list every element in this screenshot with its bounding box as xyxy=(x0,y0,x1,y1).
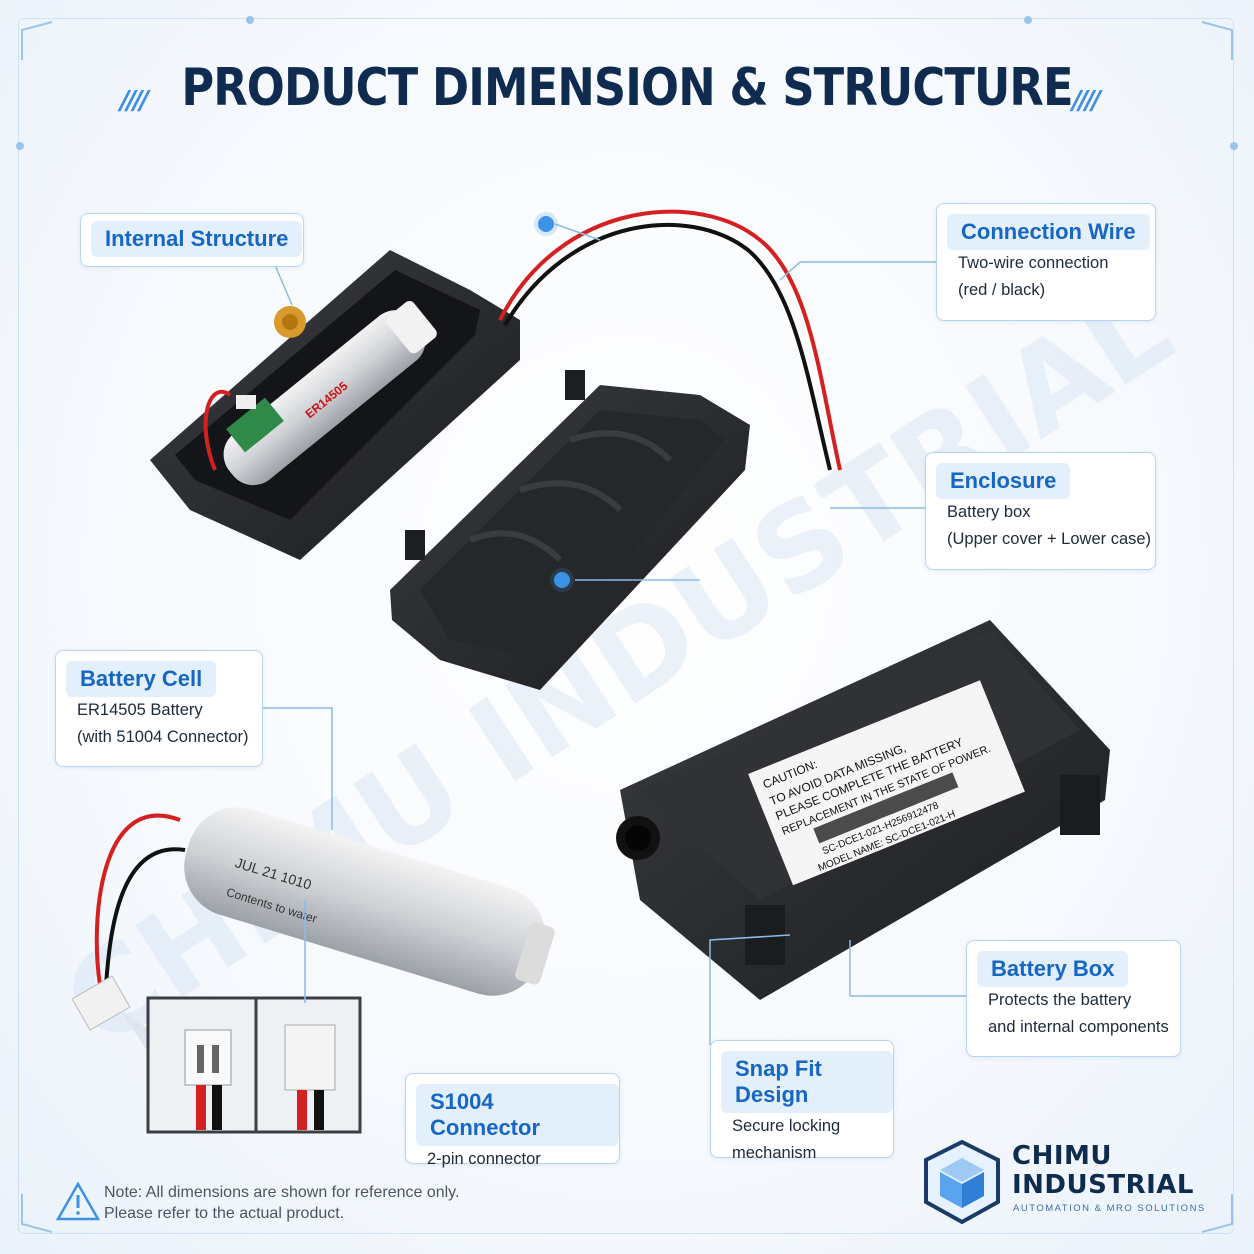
brand-name: CHIMU INDUSTRIAL xyxy=(1012,1142,1194,1200)
callout-text: Battery box xyxy=(947,503,1031,521)
callout-text: (Upper cover + Lower case) xyxy=(947,530,1152,548)
reference-note: Note: All dimensions are shown for refer… xyxy=(104,1182,459,1224)
chimu-logo-icon xyxy=(924,1139,1000,1225)
callout-title: Battery Cell xyxy=(66,661,217,697)
callout-battery-box: Battery Box Protects the battery and int… xyxy=(966,940,1181,1057)
callout-text: (red / black) xyxy=(958,281,1046,299)
open-battery-box: ER14505 xyxy=(150,209,842,560)
callout-text: ER14505 Battery xyxy=(77,701,203,719)
callout-text: Two-wire connection xyxy=(958,254,1109,272)
callout-text: (with 51004 Connector) xyxy=(77,728,249,746)
callout-internal-structure: Internal Structure xyxy=(80,213,304,267)
leader-lines xyxy=(262,223,966,1045)
battery-cell-photo: JUL 21 1010 Contents to water xyxy=(71,807,555,1031)
callout-battery-cell: Battery Cell ER14505 Battery (with 51004… xyxy=(55,650,263,767)
callout-title: Connection Wire xyxy=(947,214,1150,250)
corner-ornament xyxy=(21,21,1233,1233)
empty-cover xyxy=(390,370,750,690)
callout-text: mechanism xyxy=(732,1144,817,1162)
callout-title: Battery Box xyxy=(977,951,1129,987)
page-title: PRODUCT DIMENSION & STRUCTURE xyxy=(181,58,1073,118)
callout-text: and internal components xyxy=(988,1018,1169,1036)
callout-title: S1004 Connector xyxy=(416,1084,619,1146)
title-decoration: //// xyxy=(120,86,149,116)
brand-tagline: AUTOMATION & MRO SOLUTIONS xyxy=(1013,1203,1206,1214)
callout-connector: S1004 Connector 2-pin connector xyxy=(405,1073,620,1168)
callout-dot xyxy=(554,572,570,588)
callout-text: Secure locking xyxy=(732,1117,841,1135)
title-decoration: //// xyxy=(1072,86,1101,116)
note-line: Please refer to the actual product. xyxy=(104,1205,345,1222)
callout-title: Snap Fit Design xyxy=(721,1051,893,1113)
callout-text: Protects the battery xyxy=(988,991,1132,1009)
callout-snap-fit: Snap Fit Design Secure locking mechanism xyxy=(710,1040,894,1162)
callout-enclosure: Enclosure Battery box (Upper cover + Low… xyxy=(925,452,1156,570)
brand-line: INDUSTRIAL xyxy=(1012,1170,1194,1200)
connector-zoom xyxy=(120,996,362,1134)
note-line: Note: All dimensions are shown for refer… xyxy=(104,1184,460,1201)
closed-battery-box: CAUTION: TO AVOID DATA MISSING, PLEASE C… xyxy=(616,620,1110,1000)
callout-title: Internal Structure xyxy=(91,221,303,257)
brand-line: CHIMU xyxy=(1012,1141,1112,1171)
callout-text: 2-pin connector xyxy=(427,1150,541,1168)
callout-connection-wire: Connection Wire Two-wire connection (red… xyxy=(936,203,1156,321)
page-frame xyxy=(18,18,1234,1234)
warning-icon xyxy=(55,1181,101,1221)
callout-dot xyxy=(538,216,554,232)
callout-title: Enclosure xyxy=(936,463,1071,499)
